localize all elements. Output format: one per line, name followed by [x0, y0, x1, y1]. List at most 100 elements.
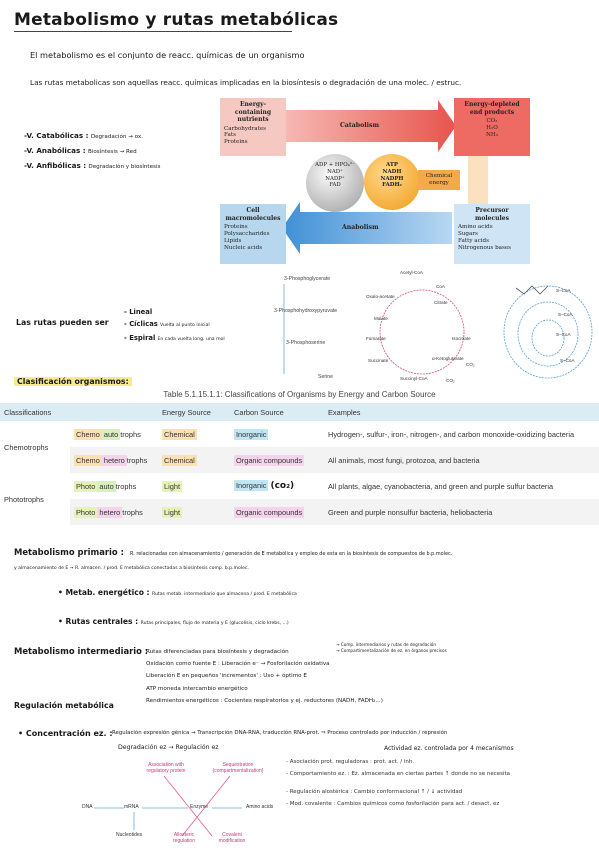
cycle-label: Succinyl-CoA [400, 376, 428, 381]
primario-label: Metabolismo primario : [14, 547, 124, 557]
classification-table: Classifications Energy Source Carbon Sou… [0, 403, 599, 525]
metabolism-diagram: Energy-containing nutrients Carbohydrate… [220, 96, 582, 266]
cycle-label: CO₂ [446, 378, 455, 383]
spiral-label: S–CoA [556, 288, 571, 293]
regulacion-item: - Comportamiento ez. : Ez. almacenada en… [286, 771, 511, 777]
scheme-aminoacids: Amino acids [246, 804, 274, 810]
carbon-cell: Inorganic [234, 428, 269, 440]
intermediario-item: ATP moneda intercambio energético [146, 685, 248, 692]
precursor-box: Precursor molecules Amino acids Sugars F… [454, 204, 530, 264]
clasificacion-heading: Clasificación organismos: [14, 377, 132, 386]
regulacion-item: - Regulación alostérica : Cambio conform… [286, 789, 463, 795]
title-underline [14, 31, 292, 32]
anabolism-arrow [282, 202, 452, 254]
intermediario-list: Rutas diferenciadas para biosíntesis y d… [146, 646, 383, 707]
scheme-enzyme: Enzyme [190, 804, 209, 810]
ruta-item: - Lineal [124, 308, 153, 316]
examples-cell: All plants, algae, cyanobacteria, and gr… [328, 481, 554, 491]
cycle-label: Acetyl-CoA [400, 270, 423, 275]
actividad-note: Actividad ez. controlada por 4 mecanismo… [384, 745, 514, 752]
examples-cell: Hydrogen-, sulfur-, iron-, nitrogen-, an… [328, 429, 575, 439]
cycle-circle-svg [379, 289, 465, 375]
scheme-mrna: mRNA [124, 804, 139, 810]
spiral-label: S–CoA [560, 358, 575, 363]
linear-pathway: 3-Phosphoglycerate 3-Phosphohydroxypyruv… [268, 274, 368, 386]
cycle-label: Isocitrate [452, 336, 471, 341]
regulacion-item: - Mod. covalente : Cambios químicos como… [286, 801, 500, 807]
spiral-label: S–CoA [558, 312, 573, 317]
cycle-label: Citrate [434, 300, 448, 305]
scheme-dna: DNA [82, 804, 93, 810]
intermediario-item: Rendimientos energéticos : Cocientes res… [146, 697, 383, 704]
energy-cell: Chemical [158, 447, 230, 473]
regulacion-item: - Asociación prot. reguladoras : prot. a… [286, 759, 415, 765]
adp-circle: ADP + HPO₄²⁻ NAD⁺ NADP⁺ FAD [306, 154, 364, 212]
ruta-item: - Espiral En cada vuelta long. una mol [124, 334, 225, 342]
intermediario-item: Liberación E en pequeños 'incrementos' :… [146, 673, 307, 680]
spiral-svg [503, 285, 593, 379]
cycle-label: Malate [374, 316, 388, 321]
primario-desc-1: R. relacionadas con almacenamiento / gen… [130, 551, 453, 557]
pathway-step: 3-Phosphoglycerate [284, 276, 331, 282]
primario-desc-2: y almacenamiento de E → R. almacen. / pr… [14, 566, 249, 571]
concentracion-label: • Concentración ez. : [18, 729, 113, 738]
regulation-scheme: DNA mRNA Enzyme Amino acids Nucleotides … [80, 758, 280, 846]
energy-cell: Chemical [162, 428, 197, 440]
regulacion-line-1: Regulación expresión génica → Transcripc… [112, 730, 448, 736]
energy-depleted-box: Energy-depleted end products CO₂ H₂O NH₃ [454, 98, 530, 156]
catabolism-arrow [284, 100, 456, 152]
intermediario-item: Rutas diferenciadas para biosíntesis y d… [146, 649, 289, 655]
carbon-cell: Organic compounds [230, 447, 324, 473]
anabolism-label: Anabolism [342, 224, 379, 231]
co2-note: (co₂) [270, 481, 295, 491]
chemical-energy-box: Chemical energy [418, 170, 460, 190]
spiral-diagram: S–CoA S–CoA S–CoA S–CoA [494, 266, 594, 388]
pathway-step: 3-Phosphoserine [286, 340, 326, 346]
primario-item: • Metab. energético : Rutas metab. inter… [58, 588, 297, 597]
energy-arrow [468, 156, 488, 206]
col-header: Classifications [0, 403, 70, 421]
intermediario-label: Metabolismo intermediario : [14, 646, 149, 656]
via-item: -V. Anfibólicas : Degradación y biosínte… [24, 161, 161, 170]
energy-nutrients-box: Energy-containing nutrients Carbohydrate… [220, 98, 286, 156]
cycle-label: Oxalo-acetate [366, 294, 395, 299]
cycle-label: α-Ketoglutarate [432, 356, 464, 361]
cell-macromolecules-box: Cell macromolecules Proteins Polysacchar… [220, 204, 286, 264]
pathway-arrows-svg [283, 284, 285, 374]
regulacion-heading: Regulación metabólica [14, 701, 114, 710]
primario-item: • Rutas centrales : Rutas principales, f… [58, 617, 289, 626]
scheme-allosteric: Allosteric regulation [173, 832, 195, 844]
col-header: Carbon Source [230, 403, 324, 421]
rutas-list: - Lineal - Cíclicas Vuelta al punto inic… [124, 306, 225, 346]
scheme-covalent: Covalent modification [218, 832, 246, 844]
cycle-label: CoA [436, 284, 445, 289]
intro-line-1: El metabolismo es el conjunto de reacc. … [30, 50, 305, 60]
citric-cycle: Acetyl-CoA CoA Oxalo-acetate Citrate Mal… [362, 266, 482, 388]
scheme-nucleotides: Nucleotides [116, 832, 143, 838]
cycle-label: Fumarate [366, 336, 386, 341]
catabolism-label: Catabolism [340, 122, 379, 129]
examples-cell: Green and purple nonsulfur bacteria, hel… [324, 499, 599, 525]
ruta-item: - Cíclicas Vuelta al punto inicial [124, 320, 210, 328]
regulacion-line-2: Degradación ez → Regulación ez [118, 744, 219, 751]
table-caption: Table 5.1.15.1.1: Classifications of Org… [163, 390, 436, 399]
intro-line-2: Las rutas metabolicas son aquellas reacc… [30, 78, 462, 87]
energy-cell: Light [158, 499, 230, 525]
intermediario-side-notes: → Comp. intermediarios y rutas de degrad… [336, 642, 447, 653]
intermediario-item: Oxidación como fuente E : Liberación e⁻ … [146, 661, 330, 668]
rutas-label: Las rutas pueden ser [16, 318, 109, 327]
cycle-label: Succinate [368, 358, 389, 363]
via-item: -V. Anabólicas : Biosíntesis → Red [24, 146, 137, 155]
table-header-row: Classifications Energy Source Carbon Sou… [0, 403, 599, 421]
group-cell: Chemotrophs [4, 442, 49, 452]
atp-circle: ATP NADH NADPH FADH₂ [364, 154, 420, 210]
regulacion-list: - Asociación prot. reguladoras : prot. a… [286, 756, 510, 810]
col-header: Examples [324, 403, 599, 421]
